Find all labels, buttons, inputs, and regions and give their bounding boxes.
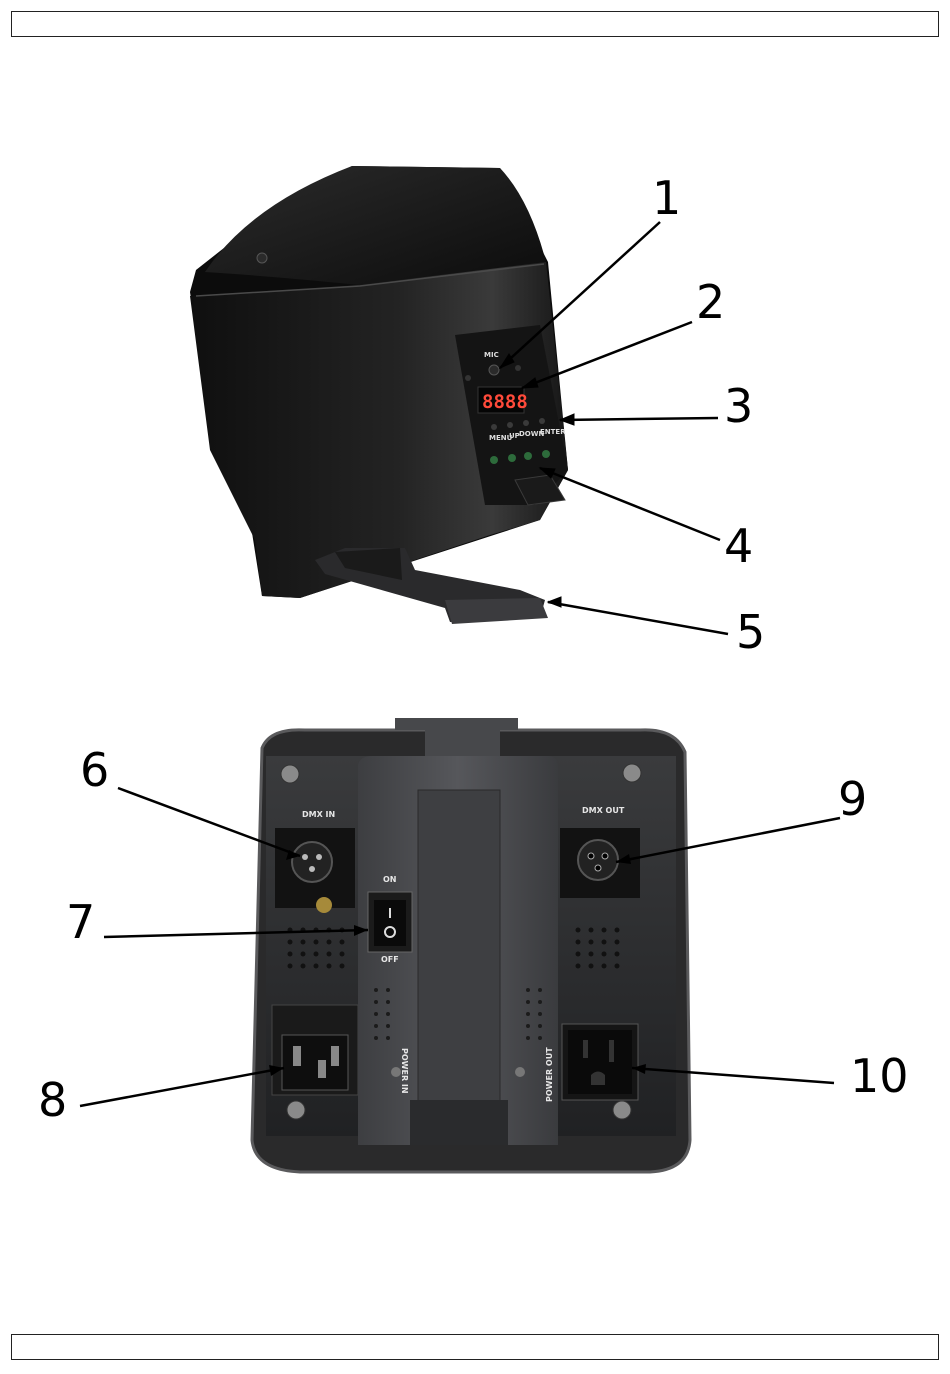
fixture-rear-view: DMX IN DMX OUT (252, 718, 690, 1172)
fixture-side-view: MIC 8888 MENU UP DOWN ENTER (190, 166, 568, 624)
callout-7: 7 (66, 895, 95, 949)
callout-1: 1 (652, 171, 681, 225)
callout-2: 2 (696, 275, 725, 329)
switch-on-label: ON (383, 875, 397, 884)
callout-5: 5 (736, 605, 765, 659)
power-in-label: POWER IN (400, 1048, 409, 1094)
led-display-readout: 8888 (482, 391, 528, 413)
callout-9: 9 (838, 772, 867, 826)
callout-4: 4 (724, 519, 753, 573)
callout-10: 10 (850, 1049, 909, 1103)
button-label-enter: ENTER (540, 428, 566, 436)
dmx-out-label: DMX OUT (582, 806, 625, 815)
dmx-in-label: DMX IN (302, 810, 335, 819)
callout-8: 8 (38, 1073, 67, 1127)
callout-3: 3 (724, 379, 753, 433)
power-out-label: POWER OUT (545, 1047, 554, 1102)
callout-6: 6 (80, 743, 109, 797)
switch-off-label: OFF (381, 955, 399, 964)
svg-text:MIC: MIC (484, 351, 499, 359)
